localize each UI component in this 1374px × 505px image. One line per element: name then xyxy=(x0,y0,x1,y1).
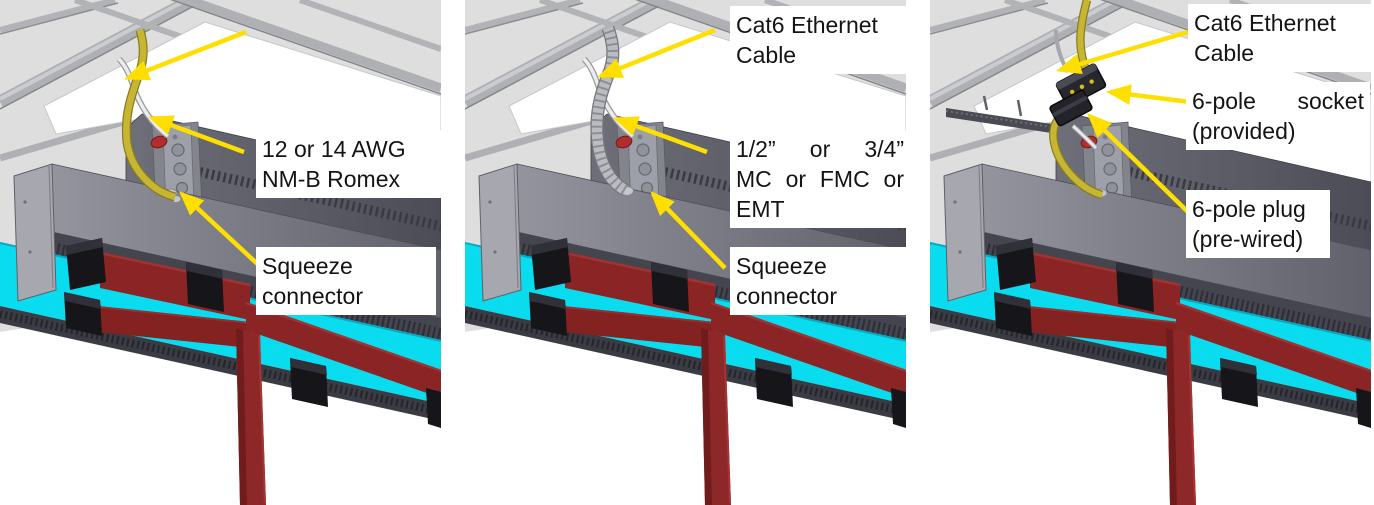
cat6-arrow xyxy=(1056,29,1189,75)
label-line: 12 or 14 AWG xyxy=(262,136,406,162)
label-line: Cable xyxy=(736,42,797,68)
strut-channel xyxy=(946,108,1078,137)
panel-romex-option: 12 or 14 AWG NM-B Romex Squeeze connecto… xyxy=(0,0,454,505)
fixture-end-cap xyxy=(943,163,987,302)
conduit-arrow xyxy=(613,116,708,155)
romex-lower-arrow xyxy=(148,115,245,155)
red-beam-frame xyxy=(64,238,441,505)
fixture-end-cap xyxy=(478,163,522,302)
label-line: 6-pole plug xyxy=(1192,196,1306,222)
label-line: EMT xyxy=(736,196,785,222)
label-line: MC or FMC or xyxy=(736,166,904,192)
callout-arrows xyxy=(124,29,266,272)
threaded-rod xyxy=(1016,99,1023,117)
label-line: Squeeze xyxy=(262,253,353,279)
romex-label: 12 or 14 AWG NM-B Romex xyxy=(256,130,454,198)
squeeze-connector-label: Squeeze connector xyxy=(256,247,436,315)
romex-upper-arrow xyxy=(124,29,247,81)
label-line: (provided) xyxy=(1192,118,1296,144)
six-pole-socket xyxy=(1055,63,1107,107)
socket-arrow xyxy=(1105,84,1191,105)
cat6-label: Cat6 Ethernet Cable xyxy=(1188,4,1372,72)
label-line: Cat6 Ethernet xyxy=(1194,10,1336,36)
fixture-end-cap xyxy=(13,163,57,302)
label-line: Squeeze xyxy=(736,253,827,279)
label-line: 1/2” or 3/4” xyxy=(736,136,904,162)
label-line: Cat6 Ethernet xyxy=(736,12,878,38)
label-line: connector xyxy=(262,283,364,309)
red-beam-frame xyxy=(994,238,1371,505)
label-line: connector xyxy=(736,283,838,309)
callout-arrows xyxy=(597,27,727,270)
threaded-rod xyxy=(982,95,989,111)
six-pole-plug xyxy=(1049,89,1093,127)
panel-plug-socket-option: Cat6 Ethernet Cable 6-pole socket (provi… xyxy=(930,0,1372,505)
label-line: 6-pole socket xyxy=(1192,88,1364,114)
squeeze-connector-label: Squeeze connector xyxy=(730,247,910,315)
squeeze-connector-arrow xyxy=(650,191,727,270)
panel-conduit-option: Cat6 Ethernet Cable 1/2” or 3/4” MC or F… xyxy=(465,0,914,505)
squeeze-connector-arrow xyxy=(179,191,266,272)
plug-arrow xyxy=(1087,113,1192,216)
cat6-label: Cat6 Ethernet Cable xyxy=(730,6,914,74)
wire-nut xyxy=(615,135,633,149)
wire-nut xyxy=(150,135,168,149)
red-beam-frame xyxy=(529,238,906,505)
plug-label: 6-pole plug (pre-wired) xyxy=(1186,190,1330,258)
label-line: NM-B Romex xyxy=(262,166,401,192)
callout-arrows xyxy=(1056,29,1192,216)
conduit-label: 1/2” or 3/4” MC or FMC or EMT xyxy=(730,130,910,228)
cat6-arrow xyxy=(597,27,716,79)
socket-label: 6-pole socket (provided) xyxy=(1186,82,1370,150)
label-line: Cable xyxy=(1194,40,1255,66)
label-line: (pre-wired) xyxy=(1192,226,1304,252)
